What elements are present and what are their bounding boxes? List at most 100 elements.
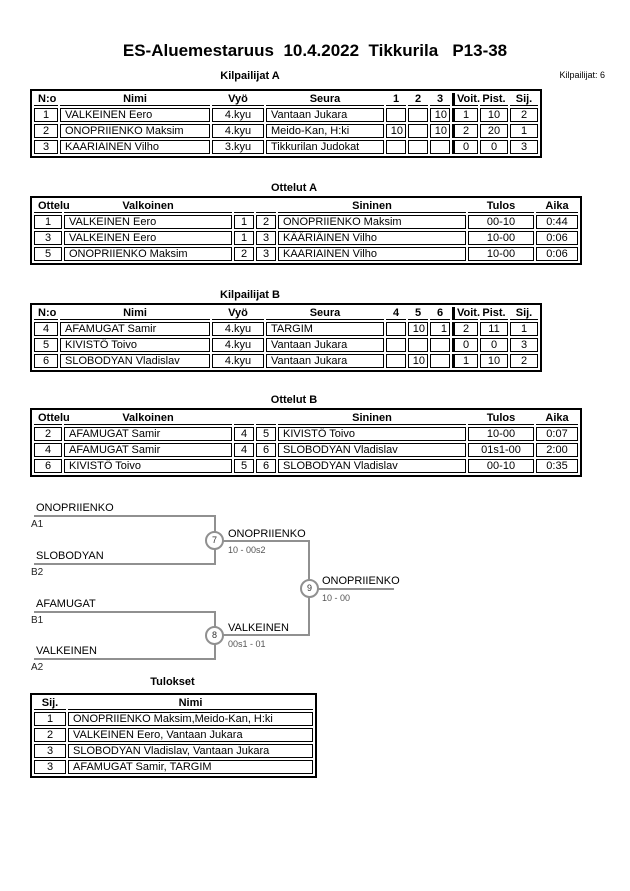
- col-header: Ottelu: [34, 200, 70, 213]
- cell-match-no: 5: [34, 247, 62, 261]
- table-header-row: Sij. Nimi: [34, 697, 313, 710]
- bracket-winner: ONOPRIIENKO: [228, 528, 306, 540]
- cell-name: ONOPRIIENKO Maksim: [60, 124, 210, 138]
- col-header: Aika: [536, 412, 578, 425]
- cell-match-no: 2: [34, 427, 62, 441]
- cell-blue: KAARIAINEN Vilho: [278, 247, 466, 261]
- col-header: 1: [386, 93, 406, 106]
- table-row: 4 AFAMUGAT Samir 4 6 SLOBODYAN Vladislav…: [34, 443, 578, 457]
- table-kilpailijat-b: N:o Nimi Vyö Seura 4 5 6 Voit. Pist. Sij…: [30, 303, 542, 372]
- col-header: Ottelu: [34, 412, 70, 425]
- match-number-badge: 9: [300, 579, 319, 598]
- cell-time: 2:00: [536, 443, 578, 457]
- col-header: Voit.: [452, 93, 480, 106]
- bracket-competitor: VALKEINEN: [36, 645, 97, 657]
- cell-match-no: 4: [34, 443, 62, 457]
- cell-name: AFAMUGAT Samir, TARGIM: [68, 760, 313, 774]
- cell-belt: 4.kyu: [212, 124, 264, 138]
- cell-wins: 0: [452, 140, 478, 154]
- cell-club: TARGIM: [266, 322, 384, 336]
- cell-blue-no: 5: [256, 427, 276, 441]
- cell-white-no: 2: [234, 247, 254, 261]
- col-header: Seura: [266, 307, 384, 320]
- bracket-score: 10 - 00s2: [228, 545, 266, 555]
- cell-blue-no: 3: [256, 247, 276, 261]
- col-header: Sij.: [510, 307, 538, 320]
- cell-score: [408, 140, 428, 154]
- cell-name: KIVISTÖ Toivo: [60, 338, 210, 352]
- table-row: 3 KAARIAINEN Vilho 3.kyu Tikkurilan Judo…: [34, 140, 538, 154]
- cell-score: [430, 338, 450, 352]
- cell-club: Vantaan Jukara: [266, 108, 384, 122]
- cell-belt: 4.kyu: [212, 322, 264, 336]
- bracket-line: [34, 563, 216, 565]
- cell-white-no: 4: [234, 443, 254, 457]
- cell-white-no: 5: [234, 459, 254, 473]
- cell-name: KAARIAINEN Vilho: [60, 140, 210, 154]
- table-row: 5 ONOPRIIENKO Maksim 2 3 KAARIAINEN Vilh…: [34, 247, 578, 261]
- cell-match-no: 6: [34, 459, 62, 473]
- bracket-score: 10 - 00: [322, 593, 351, 603]
- cell-points: 20: [480, 124, 508, 138]
- col-header: 2: [408, 93, 428, 106]
- cell-score: [430, 354, 450, 368]
- cell-name: SLOBODYAN Vladislav, Vantaan Jukara: [68, 744, 313, 758]
- col-header: Pist.: [480, 307, 508, 320]
- bracket-seed: B1: [31, 615, 44, 626]
- cell-match-no: 1: [34, 215, 62, 229]
- col-header: [256, 412, 276, 425]
- cell-score: [430, 140, 450, 154]
- bracket-line: [34, 611, 216, 613]
- cell-time: 0:44: [536, 215, 578, 229]
- bracket-line: [316, 588, 394, 590]
- table-row: 1 VALKEINEN Eero 4.kyu Vantaan Jukara 10…: [34, 108, 538, 122]
- table-row: 2 ONOPRIIENKO Maksim 4.kyu Meido-Kan, H:…: [34, 124, 538, 138]
- bracket-competitor: SLOBODYAN: [36, 550, 104, 562]
- col-header: Vyö: [212, 307, 264, 320]
- cell-white-no: 4: [234, 427, 254, 441]
- cell-score: [408, 124, 428, 138]
- cell-number: 3: [34, 140, 58, 154]
- cell-score: [386, 354, 406, 368]
- col-header: Voit.: [452, 307, 480, 320]
- cell-white: ONOPRIIENKO Maksim: [64, 247, 232, 261]
- cell-belt: 4.kyu: [212, 354, 264, 368]
- cell-wins: 2: [452, 322, 478, 336]
- bracket-line: [34, 658, 216, 660]
- table-row: 3 AFAMUGAT Samir, TARGIM: [34, 760, 313, 774]
- table-header-row: Ottelu Valkoinen Sininen Tulos Aika: [34, 412, 578, 425]
- cell-score: 1: [430, 322, 450, 336]
- cell-club: Tikkurilan Judokat: [266, 140, 384, 154]
- bracket-score: 00s1 - 01: [228, 639, 266, 649]
- table-ottelut-b: Ottelu Valkoinen Sininen Tulos Aika 2 AF…: [30, 408, 582, 477]
- bracket-seed: A1: [31, 519, 44, 530]
- table-row: 6 KIVISTÖ Toivo 5 6 SLOBODYAN Vladislav …: [34, 459, 578, 473]
- cell-number: 6: [34, 354, 58, 368]
- cell-blue: ONOPRIIENKO Maksim: [278, 215, 466, 229]
- col-header: [234, 412, 254, 425]
- col-header: N:o: [34, 307, 58, 320]
- cell-blue-no: 6: [256, 459, 276, 473]
- col-header: Nimi: [60, 93, 210, 106]
- cell-blue-no: 3: [256, 231, 276, 245]
- col-header: Sininen: [278, 412, 466, 425]
- table-row: 3 SLOBODYAN Vladislav, Vantaan Jukara: [34, 744, 313, 758]
- cell-belt: 4.kyu: [212, 108, 264, 122]
- cell-place: 3: [34, 760, 66, 774]
- cell-belt: 4.kyu: [212, 338, 264, 352]
- bracket-seed: A2: [31, 662, 44, 673]
- cell-score: [386, 338, 406, 352]
- cell-blue-no: 6: [256, 443, 276, 457]
- cell-match-no: 3: [34, 231, 62, 245]
- cell-blue: KIVISTÖ Toivo: [278, 427, 466, 441]
- cell-time: 0:35: [536, 459, 578, 473]
- cell-blue: SLOBODYAN Vladislav: [278, 459, 466, 473]
- col-header: Sij.: [34, 697, 66, 710]
- cell-score: [408, 338, 428, 352]
- cell-score: [386, 322, 406, 336]
- col-header: 4: [386, 307, 406, 320]
- cell-blue: SLOBODYAN Vladislav: [278, 443, 466, 457]
- cell-white: AFAMUGAT Samir: [64, 427, 232, 441]
- bracket-winner: ONOPRIIENKO: [322, 575, 400, 587]
